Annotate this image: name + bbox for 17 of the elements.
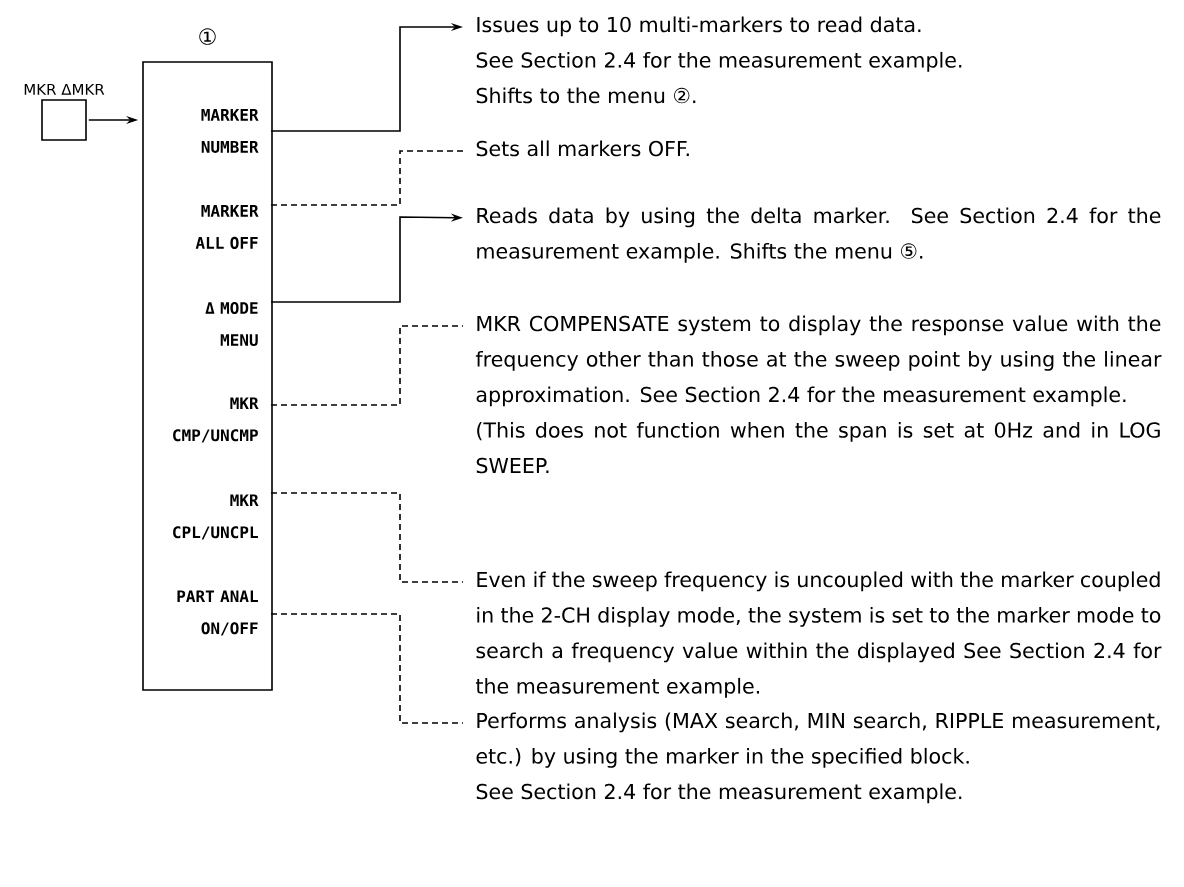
softkey-label: MKR CMP/UNCMP <box>173 397 259 443</box>
description-text: Issues up to 10 multi-markers to read data. See Section 2.4 for the measurement example. Shifts to the menu ②. <box>476 16 962 104</box>
key-box: MKR ΔMKR <box>24 83 105 141</box>
description-text: Reads data by using the delta marker. See Section 2.4 for the measurement example. Shifts the menu ⑤. <box>477 207 1161 263</box>
softkey-label: MARKER NUMBER <box>201 109 259 153</box>
softkey-label: MARKER ALL OFF <box>195 205 259 249</box>
softkey-label: Δ MODE MENU <box>205 301 258 347</box>
softkey-label: MKR CPL/UNCPL <box>173 494 259 540</box>
node-label: ① <box>199 28 216 45</box>
softkey-label: PART ANAL ON/OFF <box>177 590 258 636</box>
description-text: Even if the sweep frequency is uncoupled with the marker coupled in the 2-CH display mode, the system is set to the marker mode to search a frequency value within the displayed See Section 2.4 for the measurement example. <box>475 571 1162 698</box>
description-text: MKR COMPENSATE system to display the response value with the frequency other than those at the sweep point by using the linear approximation. See Section 2.4 for the measurement example. (This does not function when the span is set at 0Hz and in LOG SWEEP. <box>475 315 1162 474</box>
leader-line <box>270 613 464 724</box>
description-text: Sets all markers OFF. <box>476 140 689 157</box>
leader-line <box>270 492 464 583</box>
node-label: MKR ΔMKR <box>24 83 105 95</box>
description-text: Performs analysis (MAX search, MIN search, RIPPLE measurement, etc.) by using the marker in the specified block. See Section 2.4 for the measurement example. <box>476 712 1160 804</box>
